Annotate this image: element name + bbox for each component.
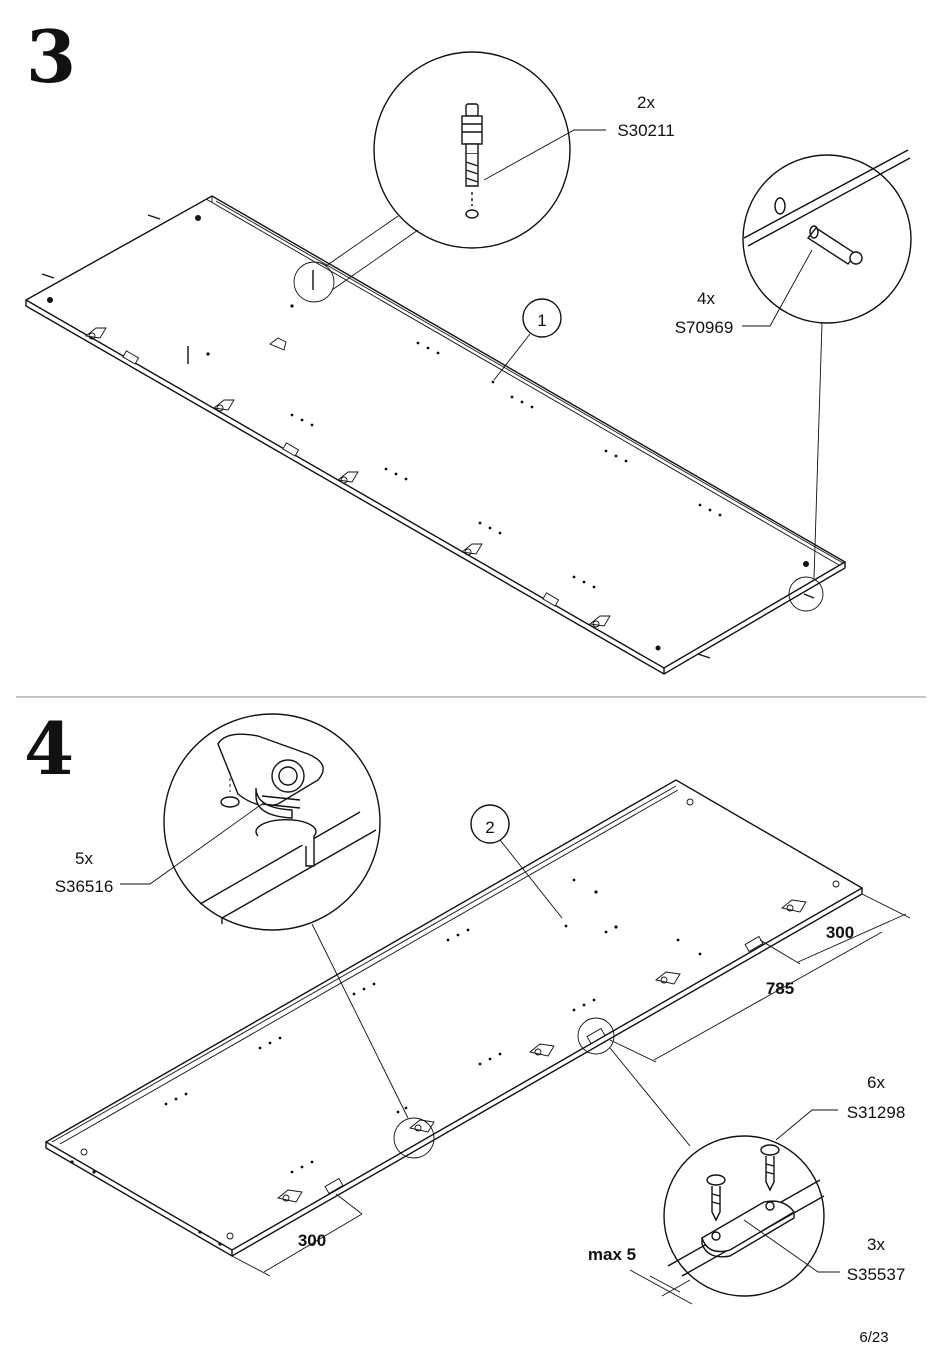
callout-s70969-code: S70969 <box>675 318 734 337</box>
callout-s30211-code: S30211 <box>617 121 674 140</box>
callout-s36516-code: S36516 <box>55 877 114 896</box>
part-1-label-circle <box>522 298 562 338</box>
callout-s70969-qty: 4x <box>697 289 715 308</box>
page-number: 6/23 <box>859 1329 888 1346</box>
callout-s31298-code: S31298 <box>847 1103 906 1122</box>
part-2-label: 2 <box>485 818 494 837</box>
detail-cam-bolt <box>293 51 606 303</box>
dimension-lines <box>231 893 911 1277</box>
dimension-bottom-300: 300 <box>298 1231 326 1250</box>
step-3-number: 3 <box>26 14 76 99</box>
part-1-label: 1 <box>537 311 546 330</box>
panel-2 <box>44 779 864 1257</box>
callout-s31298-qty: 6x <box>867 1073 885 1092</box>
detail-connector-plate <box>577 1017 840 1305</box>
detail-cam-fitting <box>120 713 435 1159</box>
callout-s30211-qty: 2x <box>637 93 655 112</box>
callout-s36516-qty: 5x <box>75 849 93 868</box>
step-3: 3 <box>24 14 912 675</box>
dimension-785: 785 <box>766 979 794 998</box>
step-4: 4 <box>24 706 911 1305</box>
detail-dowel <box>742 149 912 612</box>
dimension-max: max 5 <box>588 1245 636 1264</box>
dimension-top-300: 300 <box>826 923 854 942</box>
callout-s35537-qty: 3x <box>867 1235 885 1254</box>
part-2-label-circle <box>470 804 510 844</box>
panel-1 <box>24 195 847 675</box>
callout-s35537-code: S35537 <box>847 1265 906 1284</box>
step-4-number: 4 <box>24 706 74 791</box>
